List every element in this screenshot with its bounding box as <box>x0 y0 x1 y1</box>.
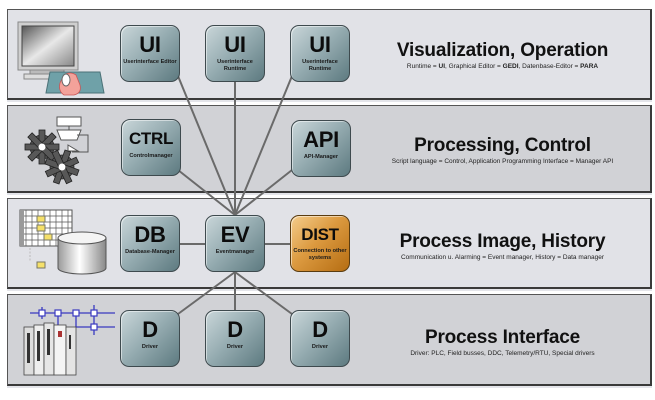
layer-title: Process Image, History <box>399 231 606 252</box>
layer-text-process-interface: Process Interface Driver: PLC, Field bus… <box>360 327 645 358</box>
layer-subtitle: Runtime = UI, Graphical Editor = GEDI, D… <box>360 62 645 71</box>
layer-subtitle: Communication u. Alarming = Event manage… <box>400 254 605 261</box>
layer-title: Process Interface <box>424 327 581 348</box>
subtitle-keyword: GEDI <box>502 63 519 70</box>
module-subtitle: Userinterface Editor <box>123 59 177 65</box>
module-driver-3[interactable]: D Driver <box>290 310 350 367</box>
module-title: UI <box>309 32 331 57</box>
module-title: DIST <box>301 225 339 244</box>
module-driver-1[interactable]: D Driver <box>120 310 180 367</box>
layer-subtitle: Driver: PLC, Field busses, DDC, Telemetr… <box>410 350 595 357</box>
module-title: EV <box>220 222 250 247</box>
module-ctrl[interactable]: CTRL Controlmanager <box>121 119 181 176</box>
module-title: D <box>227 317 243 342</box>
module-title: CTRL <box>128 129 174 148</box>
monitor-mouse-icon <box>17 21 105 96</box>
module-driver-2[interactable]: D Driver <box>205 310 265 367</box>
module-ev[interactable]: EV Eventmanager <box>205 215 265 272</box>
subtitle-keyword: UI <box>438 63 446 70</box>
layer-subtitle: Script language = Control, Application P… <box>391 158 614 165</box>
module-subtitle: Controlmanager <box>129 153 173 159</box>
module-ui-editor[interactable]: UI Userinterface Editor <box>120 25 180 82</box>
module-subtitle: Connection to other systems <box>293 248 347 261</box>
module-title: API <box>303 127 339 152</box>
module-subtitle: Userinterface Runtime <box>217 59 253 72</box>
module-title: D <box>142 317 158 342</box>
module-subtitle: Driver <box>226 344 244 350</box>
module-subtitle: Driver <box>311 344 329 350</box>
module-title: UI <box>139 32 161 57</box>
layer-title: Processing, Control <box>414 135 591 156</box>
link-ui-editor-ev <box>177 75 236 216</box>
module-title: D <box>312 317 328 342</box>
module-subtitle: Userinterface Runtime <box>302 59 338 72</box>
module-title: UI <box>224 32 246 57</box>
module-ui-runtime-1[interactable]: UI Userinterface Runtime <box>205 25 265 82</box>
database-icon <box>19 209 107 275</box>
link-ev-driver1 <box>177 271 236 315</box>
link-api-ev <box>234 169 293 216</box>
link-ui-runtime2-ev <box>234 75 293 216</box>
module-api[interactable]: API API-Manager <box>291 120 351 177</box>
module-db[interactable]: DB Database-Manager <box>120 215 180 272</box>
plc-fieldbus-icon <box>23 305 115 376</box>
module-subtitle: Database-Manager <box>125 249 175 255</box>
link-ctrl-ev <box>177 169 236 216</box>
layer-text-process-image: Process Image, History Communication u. … <box>360 231 645 262</box>
subtitle-keyword: PARA <box>580 63 599 70</box>
subtitle-text: Runtime = <box>406 63 439 70</box>
gears-flowchart-icon <box>24 116 89 185</box>
module-title: DB <box>134 222 166 247</box>
module-ui-runtime-2[interactable]: UI Userinterface Runtime <box>290 25 350 82</box>
module-subtitle: API-Manager <box>303 154 339 160</box>
link-ev-driver3 <box>234 271 293 315</box>
layer-text-processing: Processing, Control Script language = Co… <box>360 135 645 166</box>
module-subtitle: Eventmanager <box>215 249 255 255</box>
module-dist[interactable]: DIST Connection to other systems <box>290 215 350 272</box>
subtitle-text: , Graphical Editor = <box>445 63 503 70</box>
layer-text-visualization: Visualization, Operation Runtime = UI, G… <box>360 40 645 71</box>
module-subtitle: Driver <box>141 344 159 350</box>
subtitle-text: , Datenbase-Editor = <box>518 63 581 70</box>
layer-title: Visualization, Operation <box>396 40 609 61</box>
